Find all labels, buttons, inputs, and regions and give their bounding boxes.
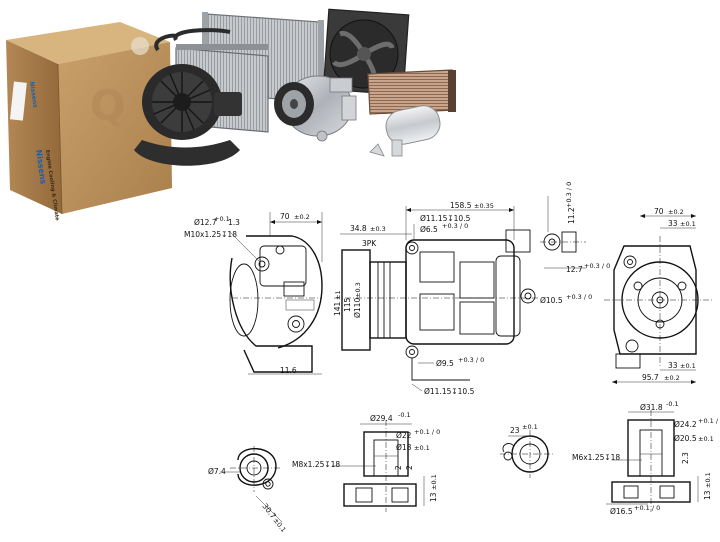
detail-d-thread-label: M6x1.25↧18: [572, 453, 620, 462]
side-d11-2-tol: +0.3 / 0: [565, 182, 573, 208]
detail-d-d24-2-label: Ø24.2: [674, 420, 697, 429]
detail-d-d31-8-tol: -0.1: [666, 400, 679, 408]
side-height-label: 141: [333, 301, 342, 316]
detail-b-d2b-label: 2: [405, 465, 414, 470]
detail-b-d22-tol: +0.1 / 0: [414, 428, 440, 436]
detail-b-d29-4-tol: -0.1: [398, 411, 411, 419]
receiver-drier-image: [369, 105, 441, 157]
detail-d-d31-8-label: Ø31.8: [640, 403, 663, 412]
side-d115-label: 115: [343, 297, 352, 312]
detail-d-d13-tol: ±0.1: [704, 472, 712, 488]
compressor-image: [274, 75, 357, 142]
front-thread-label: M10x1.25↧18: [184, 230, 237, 239]
front-width-tol: ±0.2: [294, 213, 310, 221]
rear-d33a-tol: ±0.1: [680, 220, 696, 228]
detail-b-d29-4-label: Ø29.4: [370, 414, 393, 423]
side-mount1-label: Ø10.5: [540, 296, 563, 305]
side-mount1-tol: +0.3 / 0: [566, 293, 592, 301]
side-mount2-tol: +0.3 / 0: [458, 356, 484, 364]
side-height-tol: ±1: [334, 290, 342, 300]
cardboard-box: Nissens Nissens Engine Cooling & Climate…: [6, 22, 172, 222]
rear-d95-7-label: 95.7: [642, 373, 659, 382]
detail-a-d7-4-label: Ø7.4: [208, 467, 226, 476]
detail-c-d23-tol: ±0.1: [522, 423, 538, 431]
side-offset-label: 34.8: [350, 224, 367, 233]
rear-d95-7-tol: ±0.2: [664, 374, 680, 382]
rear-d33a-label: 33: [668, 219, 678, 228]
detail-d-d20-5-tol: ±0.1: [698, 435, 714, 443]
detail-b-drawing: Ø29.4 -0.1 Ø22 +0.1 / 0 Ø18 ±0.1 M8x1.25…: [292, 411, 440, 512]
detail-d-drawing: Ø31.8 -0.1 Ø24.2 +0.1 / 0 Ø20.5 ±0.1 M6x…: [572, 400, 720, 516]
front-bore-tol: +0.1: [214, 215, 230, 223]
detail-a-d30-7-tol: ±0.1: [272, 516, 288, 533]
detail-b-d18-tol: ±0.1: [414, 444, 430, 452]
detail-b-d13-tol: ±0.1: [430, 474, 438, 490]
side-port3-label: Ø11.15↧10.5: [424, 387, 475, 396]
side-length-tol: ±0.35: [474, 202, 494, 210]
front-offset-label: 11.6: [280, 366, 297, 375]
detail-c-d23-label: 23: [510, 426, 520, 435]
detail-d-d20-5-label: Ø20.5: [674, 434, 697, 443]
detail-d-d13-label: 13: [703, 490, 712, 500]
box-brand-label: Nissens: [28, 81, 39, 108]
side-mount2-label: Ø9.5: [436, 359, 454, 368]
heater-core-image: [367, 69, 456, 115]
detail-b-thread-label: M8x1.25↧18: [292, 460, 340, 469]
side-port1-label: Ø11.15↧10.5: [420, 214, 471, 223]
side-offset-tol: ±0.3: [370, 225, 386, 233]
side-d12-7-label: 12.7: [566, 265, 583, 274]
front-bore-label: Ø12.7: [194, 218, 217, 227]
side-pulley-label: Ø110: [353, 298, 362, 318]
product-photo: Nissens Nissens Engine Cooling & Climate…: [6, 8, 456, 222]
blower-motor-image: [134, 64, 242, 166]
detail-d-d2-3-label: 2.3: [681, 452, 690, 464]
side-length-label: 158.5: [450, 201, 472, 210]
rear-d33b-label: 33: [668, 361, 678, 370]
front-width-label: 70: [280, 212, 290, 221]
rear-width-label: 70: [654, 207, 664, 216]
rear-d33b-tol: ±0.1: [680, 362, 696, 370]
side-belt-label: 3PK: [362, 239, 377, 248]
detail-b-d18-label: Ø18: [396, 443, 412, 452]
front-bore-depth: 1.3: [228, 218, 240, 227]
side-port2-tol: +0.3 / 0: [442, 222, 468, 230]
rear-width-tol: ±0.2: [668, 208, 684, 216]
side-d12-7-tol: +0.3 / 0: [584, 262, 610, 270]
detail-c-drawing: 23 ±0.1: [500, 423, 554, 478]
detail-b-d13-label: 13: [429, 492, 438, 502]
side-d11-2-label: 11.2: [567, 207, 576, 224]
side-pulley-tol: ±0.3: [354, 282, 362, 298]
detail-d-d16-5-label: Ø16.5: [610, 507, 633, 516]
detail-d-d24-2-tol: +0.1 / 0: [698, 417, 720, 425]
detail-d-d16-5-tol: +0.1 / 0: [634, 504, 660, 512]
rear-view-drawing: 70 ±0.2 33 ±0.1 33 ±0.1 95.7 ±0.2: [604, 207, 712, 384]
box-logo-letter: Q: [90, 81, 126, 130]
detail-b-d22-label: Ø22: [396, 431, 412, 440]
side-port2-label: Ø6.5: [420, 225, 438, 234]
detail-b-d2a-label: 2: [394, 465, 403, 470]
detail-a-drawing: Ø7.4 30.7 ±0.1: [208, 446, 288, 534]
side-view-drawing: 158.5 ±0.35 Ø11.15↧10.5 Ø6.5 +0.3 / 0 34…: [333, 182, 610, 396]
front-view-drawing: 70 ±0.2 Ø12.7 +0.1 1.3 M10x1.25↧18 11.6: [184, 212, 323, 375]
